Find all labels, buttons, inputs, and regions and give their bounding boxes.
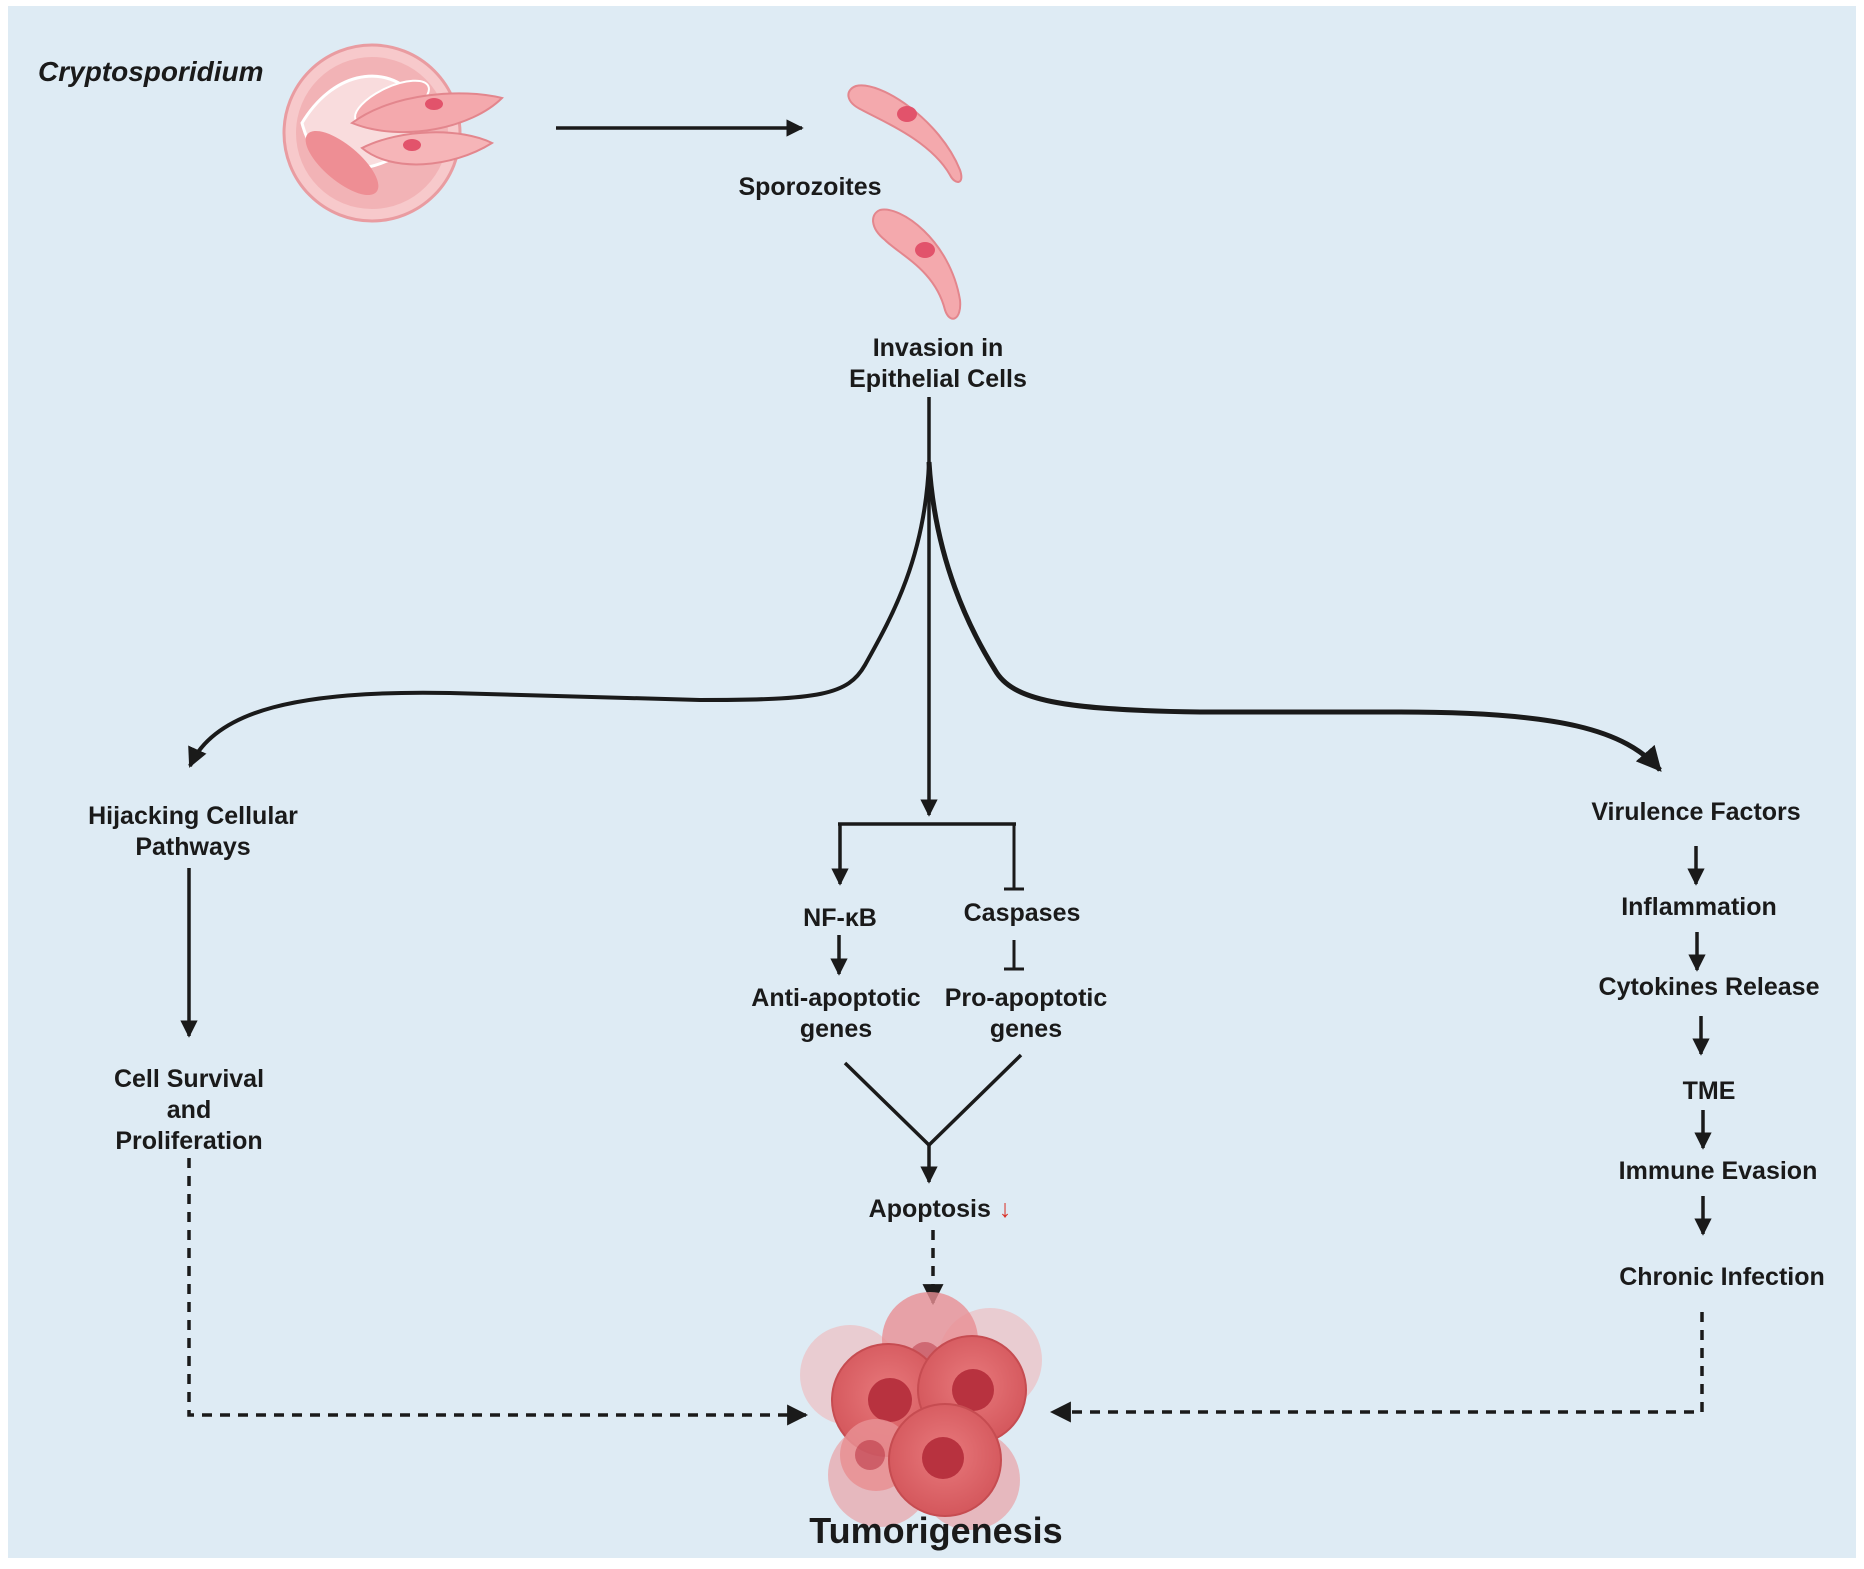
branch-left-curve xyxy=(188,461,931,768)
dashed-chronic-to-tumor xyxy=(1049,1312,1704,1423)
inflammation-label: Inflammation xyxy=(1621,893,1777,921)
sporozoites-label: Sporozoites xyxy=(738,173,882,201)
sporozoite-2 xyxy=(872,208,962,320)
tumorigenesis-label: Tumorigenesis xyxy=(809,1510,1063,1551)
anti-apoptotic-label: Anti-apoptotic genes xyxy=(751,983,920,1045)
tumor-cell-cluster xyxy=(800,1292,1042,1530)
caspases-label: Caspases xyxy=(963,899,1081,927)
hijacking-label-line-1: Hijacking Cellular xyxy=(88,802,298,830)
pro-apoptotic-label: Pro-apoptotic genes xyxy=(945,983,1108,1045)
organism-label: Cryptosporidium xyxy=(38,56,264,87)
apoptosis-text: Apoptosis xyxy=(868,1195,991,1223)
hijacking-label: Hijacking Cellular Pathways xyxy=(88,801,298,863)
pro-apoptotic-label-line-2: genes xyxy=(989,1015,1063,1043)
cytokines-label: Cytokines Release xyxy=(1598,973,1820,1001)
invasion-label-line-1: Invasion in xyxy=(872,334,1004,362)
virulence-label: Virulence Factors xyxy=(1591,798,1801,826)
cell-survival-label-line-1: Cell Survival xyxy=(113,1065,265,1093)
hijacking-label-line-2: Pathways xyxy=(135,833,251,861)
pro-apoptotic-label-line-1: Pro-apoptotic xyxy=(944,984,1108,1012)
anti-apoptotic-label-line-1: Anti-apoptotic xyxy=(751,984,921,1012)
tme-label: TME xyxy=(1682,1077,1736,1105)
apoptosis-label: Apoptosis↓ xyxy=(869,1194,1012,1225)
oocyst-illustration xyxy=(282,43,504,223)
anti-apoptotic-label-line-2: genes xyxy=(799,1015,873,1043)
chronic-infection-label: Chronic Infection xyxy=(1619,1263,1825,1291)
apoptosis-decrease-arrow-icon: ↓ xyxy=(998,1195,1012,1223)
cell-survival-label: Cell Survival and Proliferation xyxy=(114,1064,264,1157)
invasion-label-line-2: Epithelial Cells xyxy=(849,365,1027,393)
nfkb-label: NF-κB xyxy=(803,904,877,932)
cell-survival-label-line-3: Proliferation xyxy=(115,1127,263,1155)
invasion-label: Invasion in Epithelial Cells xyxy=(849,333,1027,395)
branch-right-curve xyxy=(926,461,1662,772)
sporozoite-1 xyxy=(847,84,963,183)
dashed-survival-to-tumor xyxy=(187,1158,809,1426)
cell-survival-label-line-2: and xyxy=(166,1096,212,1124)
immune-evasion-label: Immune Evasion xyxy=(1618,1157,1818,1185)
